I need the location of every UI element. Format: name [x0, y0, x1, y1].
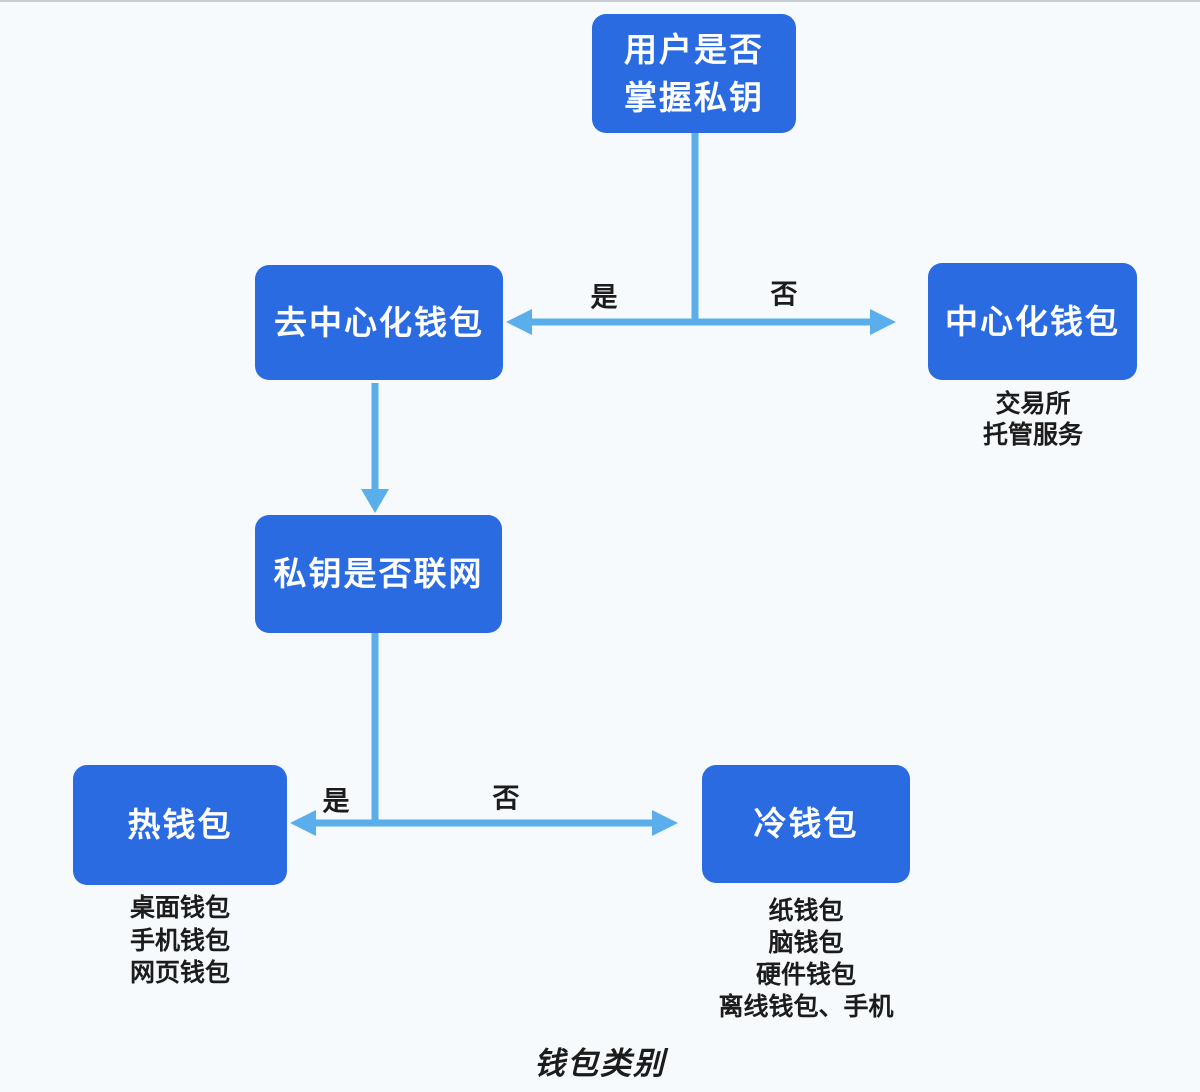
- node-decentralized-wallet: 去中心化钱包: [255, 265, 503, 380]
- note-cold-wallet-examples: 纸钱包 脑钱包 硬件钱包 离线钱包、手机: [718, 897, 894, 1021]
- node-hot-wallet: 热钱包: [73, 765, 287, 885]
- note-centralized-wallet-examples: 交易所 托管服务: [982, 390, 1084, 449]
- diagram-title: 钱包类别: [534, 1046, 666, 1081]
- edge-root-split-horizontal: [506, 309, 896, 335]
- arrowhead-left-to-hot: [290, 810, 316, 836]
- note-hot-wallet-examples: 桌面钱包 手机钱包 网页钱包: [129, 894, 231, 987]
- edge-label-no-root-split: 否: [770, 279, 798, 310]
- edge-label-no-privkey-split: 否: [492, 783, 520, 814]
- arrowhead-right-to-cold: [652, 810, 678, 836]
- node-centralized-wallet: 中心化钱包: [928, 263, 1137, 380]
- edge-decentralized-to-privkey: [361, 383, 389, 513]
- arrowhead-left-to-decentralized: [506, 309, 532, 335]
- arrowhead-down-to-privkey: [361, 489, 389, 513]
- arrowhead-right-to-centralized: [870, 309, 896, 335]
- screenshot-top-edge: [0, 0, 1200, 2]
- node-private-key-online: 私钥是否联网: [255, 515, 502, 633]
- edge-label-yes-root-split: 是: [590, 282, 618, 313]
- node-user-controls-private-key: 用户是否 掌握私钥: [592, 14, 796, 133]
- edge-label-yes-privkey-split: 是: [322, 786, 350, 817]
- node-cold-wallet: 冷钱包: [702, 765, 910, 883]
